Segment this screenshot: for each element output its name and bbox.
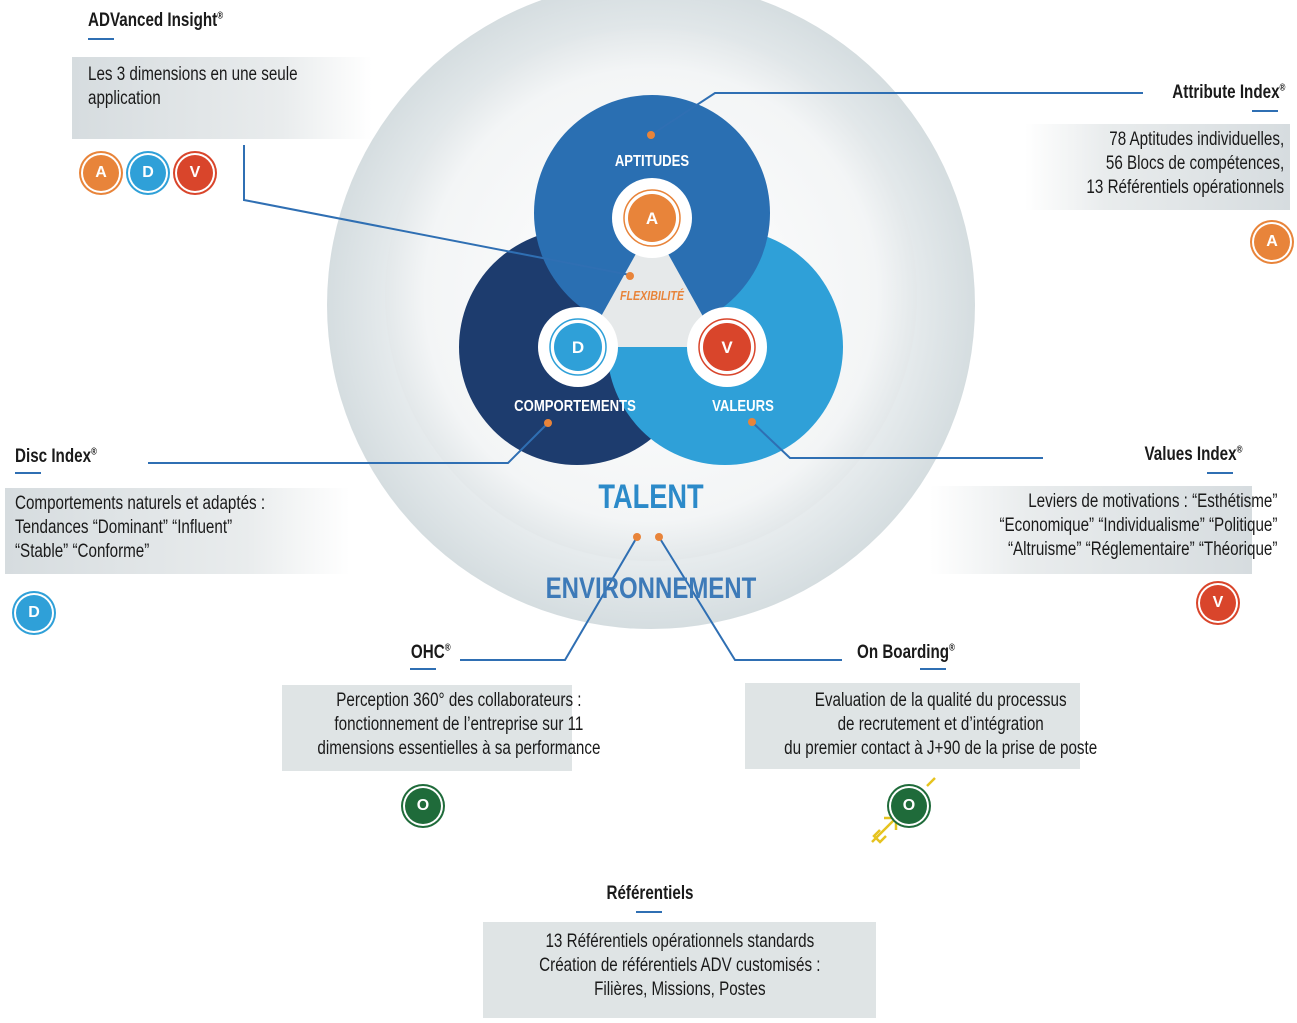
- disc-mark: ®: [91, 446, 97, 458]
- connector-disc: [148, 422, 549, 464]
- values-mark: ®: [1236, 444, 1242, 456]
- attribute-title: Attribute Index®: [1172, 82, 1285, 104]
- referentiels-underline: [636, 911, 662, 913]
- badge-a-letter: A: [646, 209, 658, 228]
- badge-d-disc-letter: D: [28, 604, 40, 621]
- connector-advanced: [243, 145, 631, 276]
- attribute-underline: [1252, 110, 1278, 112]
- ohc-mark: ®: [445, 642, 451, 654]
- badge-d-disc: D: [16, 595, 52, 631]
- referentiels-line-1: 13 Référentiels opérationnels standards: [545, 931, 814, 952]
- badge-v-values-letter: V: [1212, 594, 1224, 611]
- cursor-icon: [871, 777, 936, 844]
- advanced-mark: ®: [217, 10, 224, 22]
- advanced-box: Les 3 dimensions en une seule applicatio…: [72, 57, 372, 139]
- connector-values: [751, 421, 1043, 459]
- values-title-text: Values Index: [1144, 444, 1237, 465]
- attribute-line-3: 13 Référentiels opérationnels: [1086, 177, 1284, 198]
- referentiels-title-text: Référentiels: [606, 883, 694, 904]
- ohc-line-2: fonctionnement de l’entreprise sur 11: [334, 714, 584, 735]
- disc-title: Disc Index®: [15, 446, 97, 468]
- badge-d-letter: D: [572, 338, 584, 357]
- onboarding-line-1: Evaluation de la qualité du processus: [814, 690, 1067, 711]
- valeurs-label: VALEURS: [712, 398, 774, 415]
- referentiels-title: Référentiels: [578, 883, 722, 905]
- badge-a-center: [612, 178, 692, 258]
- onboarding-mark: ®: [949, 642, 955, 654]
- dot-flexibilite: [626, 272, 634, 280]
- badge-a-attribute: A: [1254, 224, 1290, 260]
- disc-line-1: Comportements naturels et adaptés :: [15, 493, 266, 514]
- attribute-title-text: Attribute Index: [1171, 82, 1280, 103]
- badge-v-advanced: V: [177, 155, 213, 191]
- badge-a-attribute-letter: A: [1266, 233, 1278, 250]
- dot-comportements: [544, 419, 552, 427]
- onboarding-title: On Boarding®: [857, 642, 955, 664]
- ohc-line-1: Perception 360° des collaborateurs :: [336, 690, 582, 711]
- badge-a-advanced-letter: A: [95, 164, 107, 181]
- disc-box: Comportements naturels et adaptés : Tend…: [5, 488, 350, 574]
- attribute-line-1: 78 Aptitudes individuelles,: [1109, 129, 1284, 150]
- talent-label: TALENT: [598, 477, 703, 516]
- badge-v-advanced-letter: V: [189, 164, 201, 181]
- badge-v-letter: V: [721, 338, 733, 357]
- values-box: Leviers de motivations : “Esthétisme” “E…: [930, 486, 1277, 574]
- ohc-box: Perception 360° des collaborateurs : fon…: [282, 685, 600, 771]
- flexibilite-triangle: [584, 225, 720, 347]
- badge-o-ohc-letter: O: [416, 797, 430, 814]
- disc-line-3: “Stable” “Conforme”: [15, 541, 150, 562]
- aptitudes-label: APTITUDES: [615, 153, 690, 170]
- disc-underline: [15, 472, 41, 474]
- connector-onboarding: [658, 536, 842, 661]
- flexibilite-label: FLEXIBILITÉ: [620, 287, 685, 303]
- referentiels-line-2: Création de référentiels ADV customisés …: [538, 955, 821, 976]
- comportements-label: COMPORTEMENTS: [514, 398, 636, 415]
- values-line-2: “Economique” “Individualisme” “Politique…: [999, 515, 1278, 536]
- advanced-line-2: application: [88, 88, 161, 109]
- connector-ohc: [460, 536, 638, 661]
- values-underline: [1207, 472, 1233, 474]
- values-line-1: Leviers de motivations : “Esthétisme”: [1028, 491, 1278, 512]
- badge-o-ohc: O: [405, 788, 441, 824]
- badge-v-values: V: [1200, 585, 1236, 621]
- badge-d-center: [538, 307, 618, 387]
- advanced-line-1: Les 3 dimensions en une seule: [88, 64, 298, 85]
- values-line-3: “Altruisme” “Réglementaire” “Théorique”: [1007, 539, 1278, 560]
- ohc-title: OHC®: [411, 642, 451, 664]
- disc-line-2: Tendances “Dominant” “Influent”: [15, 517, 233, 538]
- attribute-line-2: 56 Blocs de compétences,: [1105, 153, 1284, 174]
- badge-o-onboarding: O: [891, 788, 927, 824]
- onboarding-line-2: de recrutement et d’intégration: [837, 714, 1044, 735]
- attribute-mark: ®: [1279, 82, 1285, 94]
- environnement-label: ENVIRONNEMENT: [546, 570, 757, 604]
- badge-a-advanced: A: [83, 155, 119, 191]
- onboarding-underline: [920, 668, 946, 670]
- badge-o-onboarding-letter: O: [902, 797, 916, 814]
- disc-title-text: Disc Index: [15, 446, 92, 467]
- connector-attribute: [650, 92, 1143, 136]
- dot-ohc: [633, 533, 641, 541]
- badge-v-center: [687, 307, 767, 387]
- connector-dots: [544, 131, 756, 541]
- onboarding-box: Evaluation de la qualité du processus de…: [745, 683, 1097, 769]
- referentiels-line-3: Filières, Missions, Postes: [593, 979, 766, 1000]
- dot-aptitudes: [647, 131, 655, 139]
- ohc-underline: [410, 668, 436, 670]
- ohc-line-3: dimensions essentielles à sa performance: [317, 738, 601, 759]
- advanced-title-text: ADVanced Insight: [88, 10, 218, 31]
- attribute-box: 78 Aptitudes individuelles, 56 Blocs de …: [1025, 124, 1290, 210]
- advanced-underline: [88, 38, 114, 40]
- values-title: Values Index®: [1144, 444, 1242, 466]
- onboarding-title-text: On Boarding: [857, 642, 950, 663]
- badge-d-advanced: D: [130, 155, 166, 191]
- badge-d-advanced-letter: D: [142, 164, 154, 181]
- dot-onboarding: [655, 533, 663, 541]
- dot-valeurs: [748, 418, 756, 426]
- connector-lines: [148, 92, 1143, 661]
- referentiels-box: 13 Référentiels opérationnels standards …: [483, 922, 876, 1018]
- advanced-title: ADVanced Insight®: [88, 10, 223, 32]
- onboarding-line-3: du premier contact à J+90 de la prise de…: [784, 738, 1098, 759]
- ohc-title-text: OHC: [411, 642, 446, 663]
